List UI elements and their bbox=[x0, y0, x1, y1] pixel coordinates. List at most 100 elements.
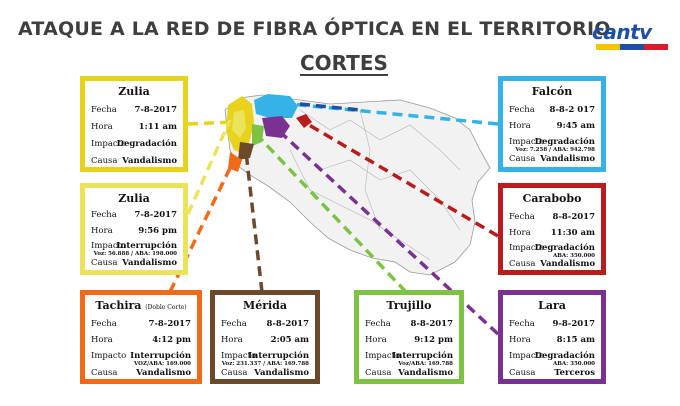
fecha-value: 7-8-2017 bbox=[148, 319, 191, 329]
causa-label: Causa bbox=[365, 368, 392, 378]
connector-trujillo bbox=[256, 134, 408, 294]
connector-falcon-blue bbox=[299, 102, 361, 112]
impacto-value: Interrupción bbox=[248, 351, 309, 361]
causa-value: Vandalismo bbox=[540, 154, 595, 164]
card-title: Carabobo bbox=[522, 192, 582, 205]
card-title: Tachira (Doble Corte) bbox=[85, 299, 197, 312]
hora-label: Hora bbox=[365, 335, 387, 345]
hora-label: Hora bbox=[509, 228, 531, 238]
impacto-label: Impacto bbox=[509, 137, 545, 147]
hora-label: Hora bbox=[221, 335, 243, 345]
card-title: Zulia bbox=[118, 192, 150, 205]
causa-value: Vandalismo bbox=[398, 368, 453, 378]
causa-value: Terceros bbox=[554, 368, 595, 378]
hora-value: 11:30 am bbox=[550, 228, 595, 238]
impacto-detail: VOZ/ABA: 169.000 bbox=[134, 361, 191, 367]
impacto-value: Interrupción bbox=[392, 351, 453, 361]
causa-value: Vandalismo bbox=[254, 368, 309, 378]
cantv-logo-text: cantv bbox=[592, 20, 652, 44]
card-title: Mérida bbox=[243, 299, 287, 312]
impacto-label: Impacto bbox=[91, 241, 127, 251]
impacto-label: Impacto bbox=[91, 351, 127, 361]
impacto-label: Impacto bbox=[509, 351, 545, 361]
hora-value: 9:56 pm bbox=[138, 226, 177, 236]
zulia-inner-region bbox=[232, 110, 246, 138]
connector-zulia1 bbox=[187, 120, 235, 126]
fecha-value: 8-8-2017 bbox=[266, 319, 309, 329]
impacto-detail: ABA: 350.000 bbox=[552, 361, 595, 367]
fecha-label: Fecha bbox=[509, 105, 535, 115]
impacto-detail: ABA: 350.000 bbox=[552, 253, 595, 259]
card-title-text: Tachira bbox=[95, 299, 142, 312]
impacto-value: Interrupción bbox=[116, 241, 177, 251]
cantv-logo: cantv bbox=[592, 20, 672, 50]
causa-value: Vandalismo bbox=[122, 258, 177, 268]
carabobo-region bbox=[296, 114, 312, 128]
impacto-label: Impacto bbox=[221, 351, 257, 361]
fecha-label: Fecha bbox=[91, 105, 117, 115]
fecha-label: Fecha bbox=[509, 319, 535, 329]
card-title: Lara bbox=[538, 299, 566, 312]
impacto-detail: Voz/ABA: 169.788 bbox=[398, 361, 453, 367]
hora-value: 4:12 pm bbox=[152, 335, 191, 345]
fecha-value: 8-8-2017 bbox=[410, 319, 453, 329]
causa-label: Causa bbox=[91, 368, 118, 378]
impacto-label: Impacto bbox=[509, 243, 545, 253]
fecha-value: 7-8-2017 bbox=[134, 105, 177, 115]
impacto-label: Impacto bbox=[365, 351, 401, 361]
hora-value: 9:45 am bbox=[556, 121, 595, 131]
hora-label: Hora bbox=[91, 226, 113, 236]
connector-falcon bbox=[289, 102, 499, 126]
impacto-detail: Voz: 7.258 / ABA: 942.798 bbox=[515, 147, 595, 153]
impacto-value: Degradación bbox=[116, 139, 177, 149]
fecha-value: 8-8-2 017 bbox=[549, 105, 595, 115]
card-carabobo: Carabobo Fecha 8-8-2017 Hora 11:30 am Impa… bbox=[498, 183, 606, 275]
fecha-label: Fecha bbox=[91, 319, 117, 329]
card-title-note: (Doble Corte) bbox=[145, 304, 187, 311]
hora-value: 8:15 am bbox=[556, 335, 595, 345]
card-falcon: Falcón Fecha 8-8-2 017 Hora 9:45 am Impact… bbox=[498, 76, 606, 172]
card-trujillo: Trujillo Fecha 8-8-2017 Hora 9:12 pm Impac… bbox=[354, 290, 464, 384]
card-merida: Mérida Fecha 8-8-2017 Hora 2:05 am Impacto… bbox=[210, 290, 320, 384]
hora-label: Hora bbox=[509, 121, 531, 131]
causa-label: Causa bbox=[509, 368, 536, 378]
fecha-label: Fecha bbox=[91, 210, 117, 220]
impacto-value: Degradación bbox=[534, 243, 595, 253]
card-title: Trujillo bbox=[386, 299, 432, 312]
hora-label: Hora bbox=[91, 122, 113, 132]
causa-label: Causa bbox=[91, 156, 118, 166]
falcon-region bbox=[254, 94, 298, 118]
causa-value: Vandalismo bbox=[122, 156, 177, 166]
fecha-label: Fecha bbox=[509, 212, 535, 222]
impacto-label: Impacto bbox=[91, 139, 127, 149]
fecha-value: 9-8-2017 bbox=[552, 319, 595, 329]
impacto-value: Interrupción bbox=[130, 351, 191, 361]
hora-label: Hora bbox=[509, 335, 531, 345]
hora-label: Hora bbox=[91, 335, 113, 345]
causa-label: Causa bbox=[509, 154, 536, 164]
logo-swoosh-icon bbox=[596, 44, 668, 50]
connector-merida bbox=[244, 151, 264, 293]
causa-label: Causa bbox=[91, 258, 118, 268]
card-title: Zulia bbox=[118, 85, 150, 98]
hora-value: 2:05 am bbox=[270, 335, 309, 345]
fecha-value: 7-8-2017 bbox=[134, 210, 177, 220]
fecha-value: 8-8-2017 bbox=[552, 212, 595, 222]
page-subtitle: CORTES bbox=[300, 51, 388, 76]
causa-value: Vandalismo bbox=[540, 259, 595, 269]
impacto-detail: Voz: 231.337 / ABA: 169.788 bbox=[221, 361, 309, 367]
card-tachira: Tachira (Doble Corte) Fecha 7-8-2017 Hora… bbox=[80, 290, 202, 384]
hora-value: 9:12 pm bbox=[414, 335, 453, 345]
impacto-detail: Voz: 56.888 / ABA: 198.000 bbox=[93, 251, 177, 257]
fecha-label: Fecha bbox=[221, 319, 247, 329]
causa-label: Causa bbox=[221, 368, 248, 378]
hora-value: 1:11 am bbox=[138, 122, 177, 132]
page-title: ATAQUE A LA RED DE FIBRA ÓPTICA EN EL TE… bbox=[18, 18, 611, 40]
causa-value: Vandalismo bbox=[136, 368, 191, 378]
map-outline bbox=[224, 94, 491, 276]
card-title: Falcón bbox=[531, 85, 573, 98]
fecha-label: Fecha bbox=[365, 319, 391, 329]
